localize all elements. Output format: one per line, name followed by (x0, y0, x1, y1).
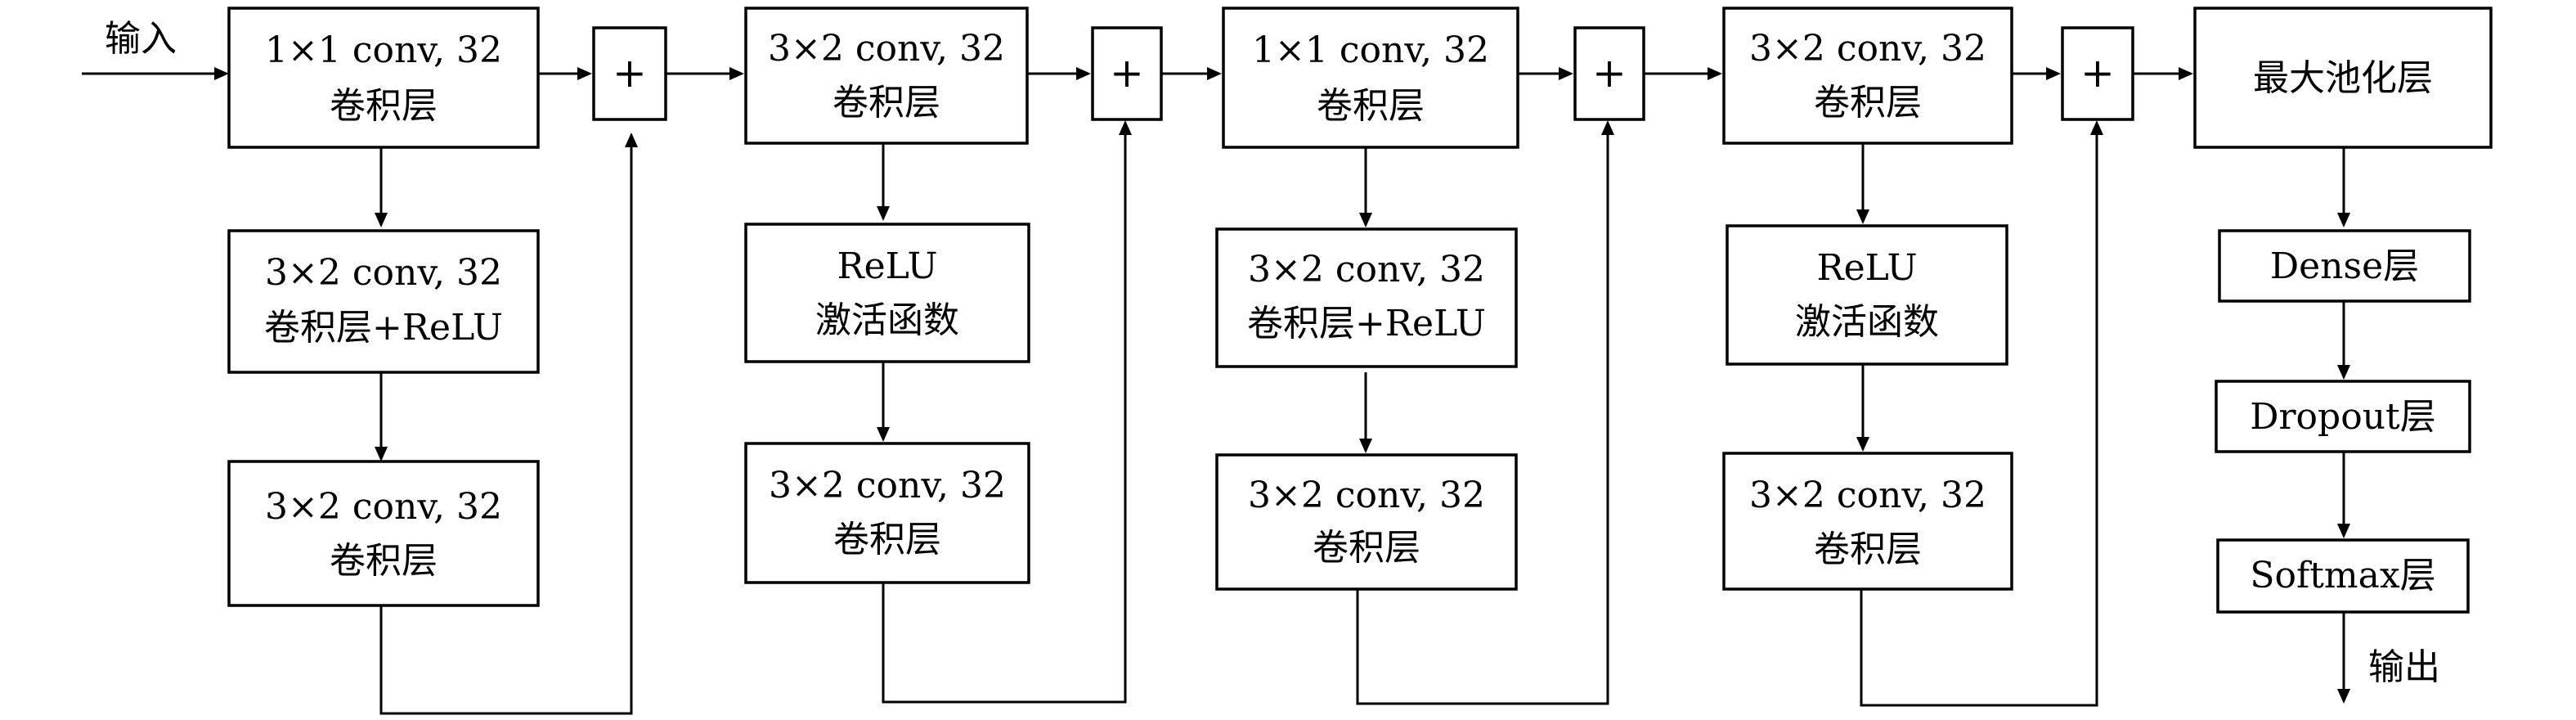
arrowhead (2090, 120, 2103, 135)
box-line-1: 3×2 conv, 32 (769, 465, 1006, 506)
arrowhead (2337, 213, 2350, 227)
box-line-2: 激活函数 (1795, 301, 1939, 343)
arrowhead (625, 133, 638, 147)
dense-label: Dense层 (2270, 245, 2419, 287)
arrowhead (1359, 213, 1372, 227)
arrowhead (1559, 67, 1573, 80)
box-line-2: 卷积层 (1814, 82, 1922, 124)
box-line-2: 卷积层 (330, 540, 438, 582)
box-line-2: 卷积层 (1317, 85, 1425, 127)
box-line-2: 卷积层 (1814, 529, 1922, 570)
plus-symbol: + (2080, 49, 2115, 97)
conv-box-col2-bottom (744, 442, 1030, 584)
arrowhead (375, 447, 388, 461)
arrowhead (2046, 67, 2061, 80)
box-line-1: 3×2 conv, 32 (1248, 249, 1485, 290)
add-node-4 (2061, 26, 2134, 121)
add-node-3 (1573, 26, 1645, 121)
arrowhead (1119, 120, 1132, 135)
box-line-1: 1×1 conv, 32 (1252, 29, 1489, 71)
skip-path-col2 (882, 135, 1127, 704)
max-pool-label: 最大池化层 (2253, 57, 2433, 99)
box-line-1: 3×2 conv, 32 (265, 486, 502, 528)
add-node-1 (592, 26, 667, 121)
conv-box-col1-middle (227, 229, 540, 374)
residual-block-2: 3×2 conv, 32 卷积层 ReLU 激活函数 3×2 conv, 32 … (744, 7, 1163, 584)
box-line-2: 卷积层 (833, 519, 941, 560)
arrowhead (877, 206, 890, 221)
arrowhead (2179, 67, 2193, 80)
conv-box-col4-top (1722, 7, 2013, 145)
box-line-1: 3×2 conv, 32 (768, 28, 1005, 70)
arrowhead (1856, 209, 1869, 224)
conv-box-col3-top (1222, 7, 1519, 149)
arrowhead (1601, 120, 1614, 135)
connectors (82, 67, 2350, 715)
residual-block-4: 3×2 conv, 32 卷积层 ReLU 激活函数 3×2 conv, 32 … (1722, 7, 2134, 591)
box-line-2: 激活函数 (815, 299, 959, 341)
arrowhead (2337, 365, 2350, 380)
arrowhead (729, 67, 744, 80)
relu-box-col2 (744, 223, 1030, 363)
arrowhead (1359, 439, 1372, 453)
box-line-1: 1×1 conv, 32 (265, 29, 502, 71)
dropout-box (2215, 380, 2471, 453)
skip-path-col4 (1860, 135, 2098, 707)
residual-block-1: 1×1 conv, 32 卷积层 3×2 conv, 32 卷积层+ReLU 3… (227, 7, 667, 607)
softmax-box (2216, 538, 2470, 614)
box-line-2: 卷积层 (1313, 527, 1420, 569)
arrowhead (1856, 437, 1869, 452)
box-line-2: 卷积层+ReLU (264, 307, 503, 349)
skip-path-col1 (379, 147, 633, 715)
box-line-1: ReLU (837, 245, 937, 287)
relu-box-col4 (1726, 224, 2008, 366)
plus-symbol: + (1110, 49, 1144, 97)
input-label: 输入 (105, 18, 177, 60)
arrowhead (1076, 67, 1091, 80)
arrowhead (214, 67, 229, 80)
arrowhead (1207, 67, 1222, 80)
add-node-2 (1091, 26, 1163, 121)
max-pool-box (2193, 7, 2493, 149)
softmax-label: Softmax层 (2250, 555, 2435, 596)
classifier-head: 最大池化层 Dense层 Dropout层 Softmax层 (2193, 7, 2493, 614)
box-line-1: 3×2 conv, 32 (265, 252, 502, 294)
box-line-1: 3×2 conv, 32 (1749, 475, 1986, 516)
skip-path-col3 (1356, 135, 1609, 705)
dense-box (2218, 229, 2471, 303)
conv-box-col1-top (227, 7, 540, 149)
arrowhead (2337, 689, 2350, 704)
box-line-2: 卷积层 (832, 82, 940, 124)
residual-block-3: 1×1 conv, 32 卷积层 3×2 conv, 32 卷积层+ReLU 3… (1215, 7, 1645, 591)
arrowhead (577, 67, 592, 80)
dropout-label: Dropout层 (2250, 396, 2435, 438)
plus-symbol: + (613, 49, 647, 97)
box-line-1: 3×2 conv, 32 (1248, 475, 1485, 516)
arrowhead (1708, 67, 1722, 80)
conv-box-col3-bottom (1215, 453, 1518, 591)
box-line-1: 3×2 conv, 32 (1749, 28, 1986, 70)
output-label: 输出 (2368, 646, 2440, 688)
arrowhead (2337, 524, 2350, 538)
conv-box-col1-bottom (227, 460, 540, 607)
box-line-2: 卷积层 (330, 85, 438, 127)
arrowhead (877, 427, 890, 442)
plus-symbol: + (1592, 49, 1627, 97)
conv-box-col2-top (744, 7, 1029, 145)
conv-box-col4-bottom (1722, 452, 2013, 591)
box-line-1: ReLU (1816, 247, 1917, 289)
box-line-2: 卷积层+ReLU (1247, 303, 1486, 344)
arrowhead (375, 213, 388, 227)
conv-box-col3-middle (1215, 227, 1518, 368)
